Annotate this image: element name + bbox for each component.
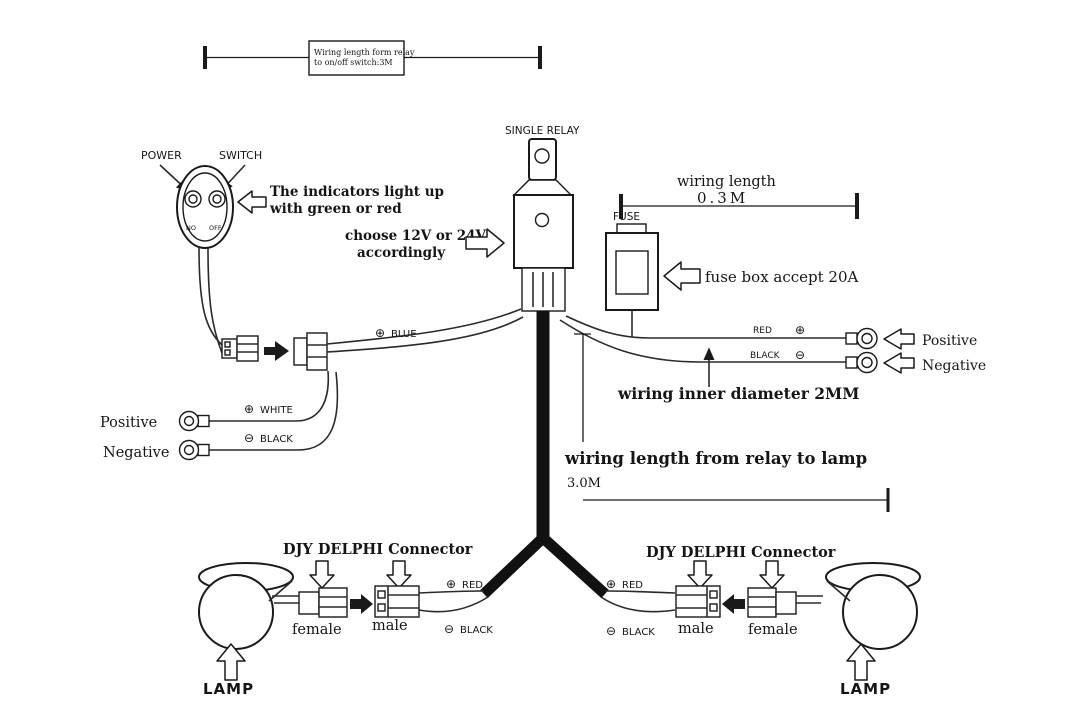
fuse-note: fuse box accept 20A — [705, 268, 859, 286]
left-lamp-graphic — [198, 562, 294, 650]
battery-plus-symbol: ⊕ — [795, 323, 805, 337]
positive-arrow-icon — [883, 328, 915, 350]
right-lamp-black-label: BLACK — [622, 627, 655, 638]
right-lamp-minus-symbol: ⊖ — [606, 624, 616, 638]
top-note-line1: Wiring length form relay — [314, 48, 415, 57]
left-lamp-black-wire — [418, 596, 489, 613]
battery-black-label: BLACK — [750, 351, 781, 361]
right-lamp-black-wire — [600, 596, 676, 613]
left-mate-arrow-icon — [350, 594, 373, 614]
right-female-pointer-arrow-icon — [759, 560, 785, 589]
left-negative-label: Negative — [103, 445, 169, 461]
inner-diameter-note: wiring inner diameter 2MM — [617, 384, 859, 403]
voltage-note-line1: choose 12V or 24V — [345, 228, 486, 244]
left-lamp-label: LAMP — [203, 680, 254, 698]
wiring-length-value: 0.3M — [697, 189, 748, 207]
relay-to-lamp-label: wiring length from relay to lamp — [564, 449, 867, 468]
fuse-label: FUSE — [613, 211, 640, 223]
wiring-length-label: wiring length — [677, 174, 776, 190]
cable-branch-right — [537, 531, 609, 599]
right-lamp-label: LAMP — [840, 680, 891, 698]
battery-red-wire — [565, 315, 847, 339]
connector-mate-arrow-icon — [264, 341, 289, 361]
black-minus-symbol: ⊖ — [244, 431, 254, 445]
right-male-pointer-arrow-icon — [687, 560, 713, 589]
indicator-note-line1: The indicators light up — [270, 184, 444, 200]
fuse-note-arrow-icon — [663, 261, 701, 291]
indicator-note-line2: with green or red — [269, 201, 402, 217]
left-male-pointer-arrow-icon — [386, 560, 412, 589]
blue-wire-2 — [326, 316, 524, 353]
left-female-label: female — [292, 622, 342, 638]
left-lamp-minus-symbol: ⊖ — [444, 622, 454, 636]
top-dimension-line: Wiring length form relay to on/off switc… — [203, 40, 542, 76]
right-mate-arrow-icon — [722, 594, 745, 614]
top-note-line2: to on/off switch:3M — [314, 58, 393, 67]
right-positive-terminal-graphic — [845, 327, 878, 350]
right-male-label: male — [678, 621, 714, 637]
blue-plus-symbol: ⊕ — [375, 326, 385, 340]
relay-graphic — [512, 138, 574, 312]
left-female-pointer-arrow-icon — [309, 560, 335, 589]
left-positive-terminal-graphic — [178, 410, 210, 432]
battery-red-label: RED — [753, 326, 772, 336]
left-lamp-plus-symbol: ⊕ — [446, 577, 456, 591]
white-wire-label: WHITE — [260, 405, 293, 416]
left-lamp-red-label: RED — [462, 580, 483, 591]
indicator-off-label: OFF — [209, 224, 222, 232]
negative-arrow-icon — [883, 352, 915, 374]
relay-to-lamp-value: 3.0M — [567, 476, 601, 491]
voltage-note-arrow-icon — [465, 228, 505, 258]
left-connector-title: DJY DELPHI Connector — [283, 541, 473, 558]
battery-black-wire — [559, 319, 847, 363]
left-male-label: male — [372, 618, 408, 634]
right-lamp-plus-symbol: ⊕ — [606, 577, 616, 591]
left-female-connector-graphic — [298, 587, 348, 618]
left-male-connector-graphic — [374, 585, 420, 618]
indicator-no-label: NO — [186, 224, 196, 232]
left-positive-label: Positive — [100, 415, 157, 431]
black-wire-label-left: BLACK — [260, 434, 293, 445]
left-lamp-pointer-arrow-icon — [216, 643, 246, 681]
right-male-connector-graphic — [675, 585, 721, 618]
wiring-length-dimension: wiring length 0.3M — [619, 174, 859, 219]
fuse-graphic — [605, 223, 659, 311]
right-positive-label: Positive — [922, 333, 977, 349]
white-plus-symbol: ⊕ — [244, 402, 254, 416]
white-wire — [209, 370, 330, 422]
power-label: POWER — [141, 149, 182, 162]
right-connector-title: DJY DELPHI Connector — [646, 544, 836, 561]
switch-wire-2 — [207, 247, 223, 354]
right-lamp-red-wire — [604, 590, 676, 594]
black-wire-left — [209, 371, 339, 451]
blue-wire-label: BLUE — [391, 329, 417, 340]
left-negative-terminal-graphic — [178, 439, 210, 461]
battery-minus-symbol: ⊖ — [795, 348, 805, 362]
relay-title: SINGLE RELAY — [505, 125, 580, 137]
right-lamp-pointer-arrow-icon — [846, 643, 876, 681]
switch-connector-graphic — [221, 332, 328, 371]
indicator-note-arrow-icon — [237, 190, 267, 214]
right-negative-terminal-graphic — [845, 351, 878, 374]
relay-to-lamp-dimension: wiring length from relay to lamp 3.0M — [564, 333, 890, 512]
blue-wire — [326, 308, 522, 345]
switch-label: SWITCH — [219, 149, 262, 162]
left-lamp-black-label: BLACK — [460, 625, 493, 636]
power-switch-unit-graphic: NO OFF — [176, 165, 234, 249]
right-negative-label: Negative — [922, 358, 986, 374]
cable-branch-left — [480, 532, 549, 598]
switch-wire-1 — [198, 247, 223, 346]
right-lamp-red-label: RED — [622, 580, 643, 591]
right-female-connector-graphic — [747, 587, 797, 618]
voltage-note-line2: accordingly — [357, 245, 446, 261]
left-lamp-red-wire — [418, 590, 485, 594]
right-lamp-graphic — [825, 562, 921, 650]
right-female-label: female — [748, 622, 798, 638]
